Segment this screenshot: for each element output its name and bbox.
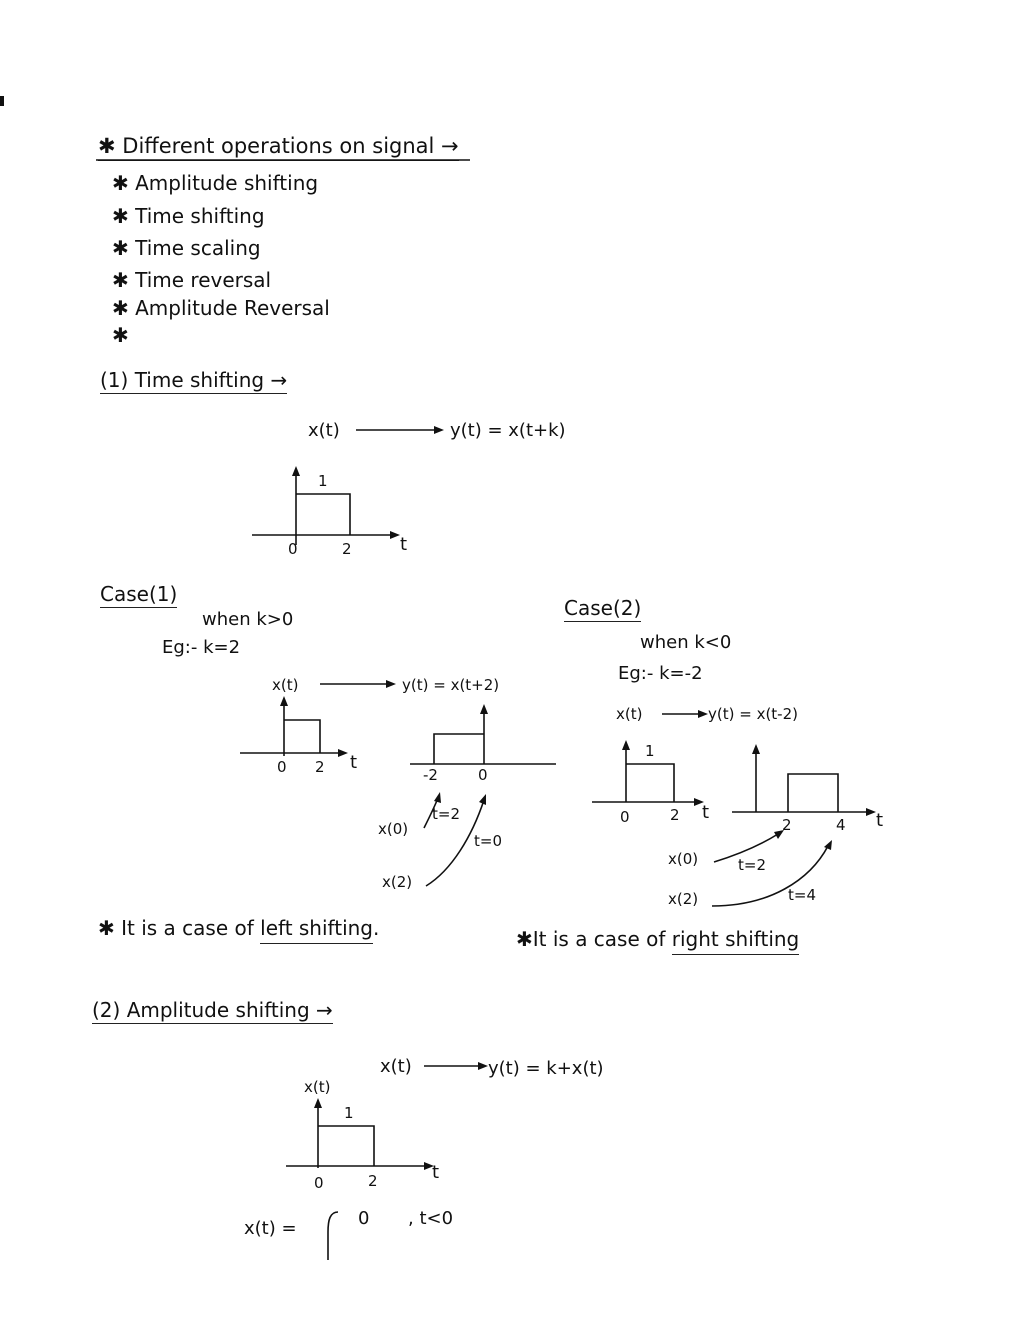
section2-eq-right: y(t) = k+x(t): [488, 1058, 604, 1079]
case2-map-t-a: t=2: [738, 856, 766, 874]
case1-map-x2: x(2): [382, 873, 413, 891]
base-plot-amp: 1: [318, 472, 328, 490]
section1-eq-left: x(t): [308, 420, 340, 441]
case1-shifted-tick: 0: [478, 766, 488, 784]
base-plot-pulse: [296, 493, 351, 535]
arrowhead: [478, 1062, 488, 1070]
case1-eq-right: y(t) = x(t+2): [402, 676, 500, 694]
case1-pulse: [284, 719, 321, 753]
section2-title: (2) Amplitude shifting →: [92, 998, 333, 1024]
arrowhead: [479, 794, 486, 805]
case2-map-t-b: t=4: [788, 886, 816, 904]
section2-ylabel: x(t): [304, 1078, 331, 1096]
case1-note-suffix: .: [373, 916, 380, 940]
case1-axis-label: t: [350, 752, 358, 773]
case2-shifted-axis-label: t: [876, 810, 884, 831]
arrowhead: [824, 840, 832, 850]
operation-item: ✱ Amplitude Reversal: [112, 296, 330, 320]
arrowhead: [866, 808, 876, 816]
case2-map-x2: x(2): [668, 890, 699, 908]
section2-amp: 1: [344, 1104, 354, 1122]
arrowhead: [292, 466, 300, 476]
case2-shifted-tick: 2: [782, 816, 792, 834]
arrowhead: [774, 830, 784, 839]
case2-note: ✱It is a case of right shifting: [516, 927, 800, 955]
case1-map-arrow: [423, 797, 439, 829]
case1-map-t-a: t=2: [432, 805, 460, 823]
section2-pulse: [318, 1125, 375, 1166]
section1-title: (1) Time shifting →: [100, 368, 288, 394]
case2-example: Eg:- k=-2: [618, 663, 703, 684]
case2-eq-right: y(t) = x(t-2): [708, 705, 798, 723]
arrowhead: [424, 1162, 434, 1170]
base-plot-tick: 0: [288, 540, 298, 558]
case2-axis-label: t: [702, 802, 710, 823]
case2-map-arrow: [711, 845, 829, 907]
scan-mark: [0, 96, 4, 106]
section2-tick: 0: [314, 1174, 324, 1192]
piecewise-brace: [327, 1211, 339, 1260]
case1-example: Eg:- k=2: [162, 637, 241, 658]
piecewise-condition: , t<0: [408, 1208, 454, 1229]
arrowhead: [434, 792, 441, 803]
operation-item: ✱ Amplitude shifting: [112, 171, 319, 195]
case1-note-emphasis: left shifting: [260, 916, 374, 944]
case1-shifted-pulse: [433, 733, 484, 764]
case1-tick: 0: [277, 758, 287, 776]
operation-item: ✱ Time reversal: [112, 268, 272, 292]
case1-tick: 2: [315, 758, 325, 776]
operation-item: ✱ Time shifting: [112, 204, 265, 228]
case1-note-prefix: ✱ It is a case of: [98, 916, 261, 940]
arrowhead: [390, 531, 400, 539]
section2-eq-left: x(t): [380, 1056, 412, 1077]
section2-tick: 2: [368, 1172, 378, 1190]
case2-map-x0: x(0): [668, 850, 699, 868]
case1-shifted-tick: -2: [423, 766, 438, 784]
case2-title: Case(2): [564, 596, 642, 622]
case1-map-arrow: [425, 799, 485, 887]
section2-axis-label: t: [432, 1162, 440, 1183]
operation-item: ✱: [112, 323, 129, 347]
case1-map-x0: x(0): [378, 820, 409, 838]
case2-map-arrow: [713, 833, 779, 863]
arrowhead: [694, 798, 704, 806]
case1-condition: when k>0: [202, 609, 294, 630]
case1-eq-left: x(t): [272, 676, 299, 694]
case2-tick: 2: [670, 806, 680, 824]
arrowhead: [622, 740, 630, 750]
piecewise-value: 0: [358, 1208, 370, 1229]
case2-note-emphasis: right shifting: [671, 927, 800, 955]
arrowhead: [698, 710, 708, 718]
arrowhead: [314, 1098, 322, 1108]
arrowhead: [338, 749, 348, 757]
arrowhead: [386, 680, 396, 688]
arrowhead: [480, 704, 488, 714]
case2-shifted-tick: 4: [836, 816, 846, 834]
case2-shifted-pulse: [787, 773, 839, 812]
base-plot-axis-label: t: [400, 534, 408, 555]
arrowhead: [434, 426, 444, 434]
piecewise-lhs: x(t) =: [244, 1218, 297, 1239]
section1-eq-right: y(t) = x(t+k): [450, 420, 566, 441]
arrowhead: [280, 696, 288, 706]
case2-amp: 1: [645, 742, 655, 760]
case2-eq-left: x(t): [616, 705, 643, 723]
case1-title: Case(1): [100, 582, 178, 608]
case1-note: ✱ It is a case of left shifting.: [98, 916, 380, 944]
case2-condition: when k<0: [640, 632, 732, 653]
case1-map-t-b: t=0: [474, 832, 502, 850]
base-plot-tick: 2: [342, 540, 352, 558]
case2-tick: 0: [620, 808, 630, 826]
operation-item: ✱ Time scaling: [112, 236, 261, 260]
case2-note-prefix: ✱It is a case of: [516, 927, 672, 951]
case2-pulse: [626, 763, 675, 802]
arrowhead: [752, 744, 760, 754]
